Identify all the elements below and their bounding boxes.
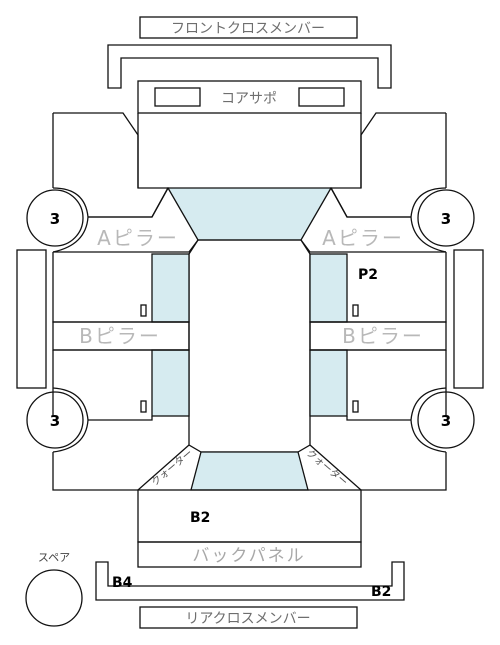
front-left-wheel-count: 3 [50,210,60,228]
right-a-pillar-outline[interactable] [300,187,446,253]
left-b-pillar-label: Bピラー [79,324,161,348]
rear-left-wheel-count: 3 [50,412,60,430]
front-bumper[interactable] [107,44,392,89]
front-right-wheel-count: 3 [441,210,451,228]
spare-label: スペア [38,551,70,564]
trunk-lid[interactable] [137,489,362,543]
rear-window[interactable] [190,451,309,491]
core-support-left-slot [154,87,201,107]
front-left-wheel[interactable] [26,189,84,247]
right-rear-side-window[interactable] [309,349,348,417]
right-side-sill[interactable] [453,249,484,389]
right-a-pillar-label: Aピラー [322,226,404,250]
left-rear-quarter[interactable] [52,416,190,491]
b4-rear-mark: B4 [112,575,133,591]
p2-mark: P2 [358,267,378,283]
back-panel-label: バックパネル [192,546,305,566]
left-b-pillar[interactable] [52,321,190,351]
left-front-door-handle [140,304,147,317]
windshield[interactable] [166,187,333,241]
core-support-label: コアサポ [221,91,277,107]
right-front-door-handle [352,304,359,317]
front-cross-member-label: フロントクロスメンバー [171,21,325,37]
left-rear-door-handle [140,400,147,413]
b2-back-mark: B2 [190,510,210,526]
core-support-right-slot [298,87,345,107]
right-rear-door-handle [352,400,359,413]
front-cross-member-box[interactable] [139,16,358,39]
right-rear-quarter[interactable] [309,416,447,491]
left-front-fender[interactable] [52,112,170,218]
rear-left-wheel[interactable] [26,391,84,449]
left-a-pillar-label: Aピラー [97,226,179,250]
roof[interactable] [188,239,311,453]
core-support-box[interactable] [137,80,362,114]
rear-cross-member-box[interactable] [139,606,358,629]
left-side-sill[interactable] [16,249,47,389]
left-rear-side-window[interactable] [151,349,190,417]
right-front-fender[interactable] [329,112,447,218]
left-a-pillar-outline[interactable] [53,187,199,253]
rear-right-wheel[interactable] [417,391,475,449]
b2-rear-mark: B2 [371,584,391,600]
rear-right-wheel-count: 3 [441,412,451,430]
front-right-wheel[interactable] [417,189,475,247]
right-b-pillar[interactable] [309,321,447,351]
back-panel-box[interactable] [137,541,362,568]
right-b-pillar-label: Bピラー [342,324,424,348]
rear-bumper[interactable] [95,561,405,601]
rear-cross-member-label: リアクロスメンバー [185,611,310,627]
spare-tire[interactable] [25,569,83,627]
right-front-side-window[interactable] [309,253,348,323]
hood-outline [137,113,362,188]
right-quarter-label: クォーター [304,447,350,488]
left-front-side-window[interactable] [151,253,190,323]
left-quarter-label: クォーター [149,447,195,488]
